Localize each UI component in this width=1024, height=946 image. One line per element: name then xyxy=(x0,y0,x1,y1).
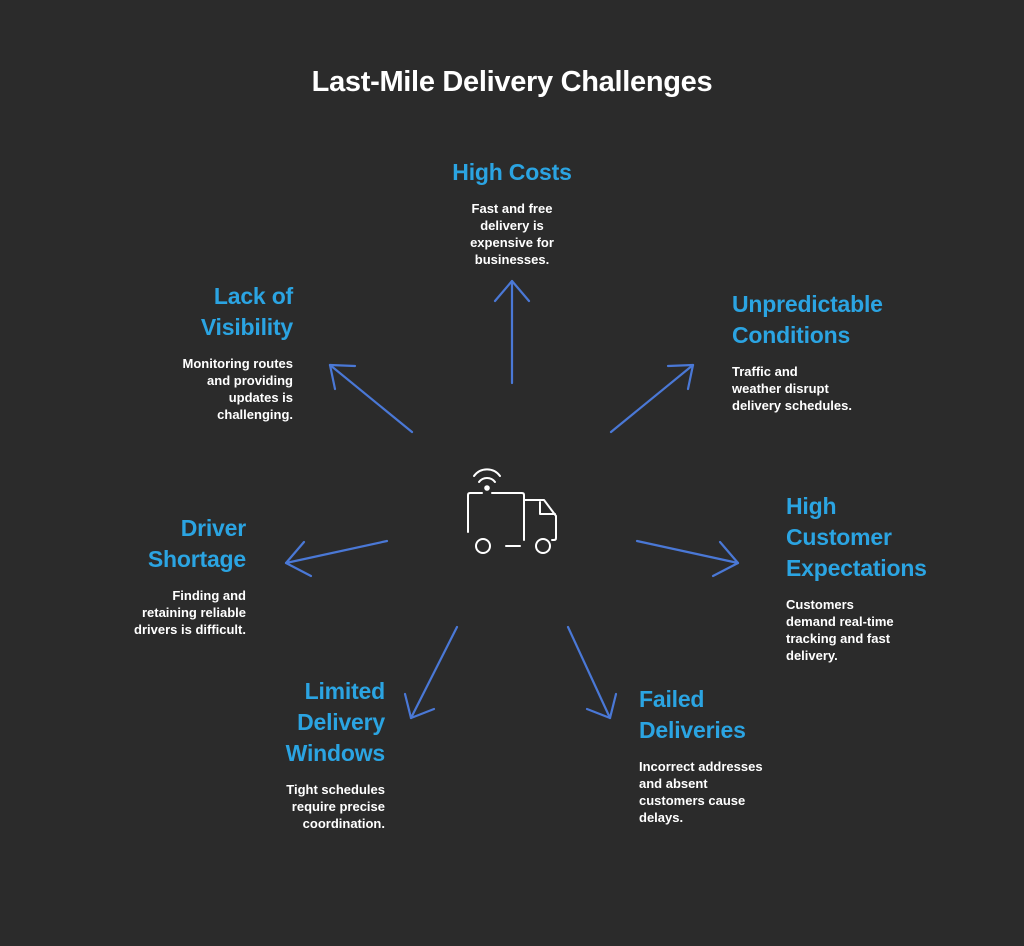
node-heading: Limited Delivery Windows xyxy=(185,676,386,769)
description-line: businesses. xyxy=(474,252,550,267)
description-line: Traffic and xyxy=(732,364,798,379)
description-line: Incorrect addresses xyxy=(639,759,763,774)
description-line: challenging. xyxy=(217,407,293,422)
description-line: retaining reliable xyxy=(141,605,246,620)
heading-line: Conditions xyxy=(732,322,851,348)
heading-line: Delivery xyxy=(297,709,385,735)
description-line: drivers is difficult. xyxy=(134,622,246,637)
arrow-lack-of-visibility xyxy=(328,363,414,434)
description-line: Fast and free xyxy=(471,201,553,216)
node-unpredictable-conditions: Unpredictable Conditions Traffic and wea… xyxy=(732,289,972,414)
heading-line: Unpredictable xyxy=(732,291,883,317)
node-description: Monitoring routes and providing updates … xyxy=(113,355,294,423)
description-line: and absent xyxy=(639,776,708,791)
arrow-customer-expectations xyxy=(635,539,740,578)
description-line: delays. xyxy=(639,810,684,825)
description-line: demand real-time xyxy=(786,614,894,629)
description-line: tracking and fast xyxy=(786,631,891,646)
node-high-costs: High Costs Fast and free delivery is exp… xyxy=(412,157,612,268)
arrow-delivery-windows xyxy=(403,625,459,720)
heading-line: Failed xyxy=(639,686,705,712)
description-line: weather disrupt xyxy=(732,381,829,396)
node-delivery-windows: Limited Delivery Windows Tight schedules… xyxy=(185,676,386,832)
heading-line: High xyxy=(786,493,837,519)
arrow-driver-shortage xyxy=(284,539,389,578)
node-heading: Unpredictable Conditions xyxy=(732,289,972,351)
arrow-high-costs xyxy=(493,279,531,385)
heading-line: Limited xyxy=(304,678,386,704)
heading-line: Shortage xyxy=(147,546,246,572)
node-description: Incorrect addresses and absent customers… xyxy=(639,758,839,826)
description-line: and providing xyxy=(207,373,293,388)
heading-line: Expectations xyxy=(786,555,927,581)
description-line: expensive for xyxy=(470,235,554,250)
page-title: Last-Mile Delivery Challenges xyxy=(311,66,713,98)
description-line: Finding and xyxy=(172,588,246,603)
description-line: coordination. xyxy=(302,816,385,831)
node-failed-deliveries: Failed Deliveries Incorrect addresses an… xyxy=(639,684,839,826)
node-description: Tight schedules require precise coordina… xyxy=(185,781,385,832)
arrow-unpredictable-conditions xyxy=(609,363,695,434)
node-heading: Driver Shortage xyxy=(66,513,246,575)
description-line: Customers xyxy=(786,597,854,612)
description-line: Tight schedules xyxy=(286,782,385,797)
heading-line: High Costs xyxy=(452,159,572,185)
delivery-truck-wifi-icon xyxy=(467,468,557,554)
node-heading: Lack of Visibility xyxy=(113,281,293,343)
heading-line: Visibility xyxy=(200,314,293,340)
node-heading: High Costs xyxy=(412,157,612,188)
heading-line: Customer xyxy=(786,524,892,550)
description-line: delivery schedules. xyxy=(732,398,852,413)
node-description: Finding and retaining reliable drivers i… xyxy=(66,587,246,638)
description-line: Monitoring routes xyxy=(182,356,294,371)
node-customer-expectations: High Customer Expectations Customers dem… xyxy=(786,491,1006,664)
description-line: customers cause xyxy=(639,793,746,808)
heading-line: Driver xyxy=(180,515,246,541)
description-line: require precise xyxy=(291,799,385,814)
heading-line: Deliveries xyxy=(639,717,746,743)
description-line: delivery is xyxy=(480,218,544,233)
node-description: Traffic and weather disrupt delivery sch… xyxy=(732,363,972,414)
node-description: Fast and free delivery is expensive for … xyxy=(412,200,612,268)
node-description: Customers demand real-time tracking and … xyxy=(786,596,1006,664)
node-heading: High Customer Expectations xyxy=(786,491,1006,584)
heading-line: Lack of xyxy=(213,283,293,309)
description-line: delivery. xyxy=(786,648,838,663)
node-heading: Failed Deliveries xyxy=(639,684,839,746)
arrow-failed-deliveries xyxy=(566,625,618,720)
heading-line: Windows xyxy=(285,740,386,766)
node-driver-shortage: Driver Shortage Finding and retaining re… xyxy=(66,513,246,638)
description-line: updates is xyxy=(228,390,293,405)
node-lack-of-visibility: Lack of Visibility Monitoring routes and… xyxy=(113,281,294,423)
